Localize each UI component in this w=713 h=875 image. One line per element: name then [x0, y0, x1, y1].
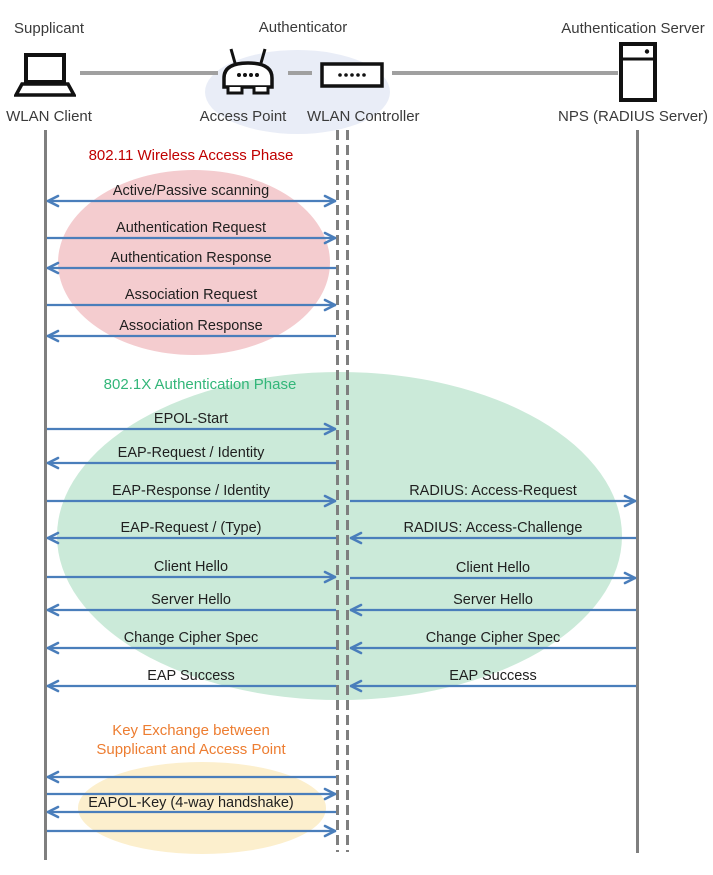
message-arrow — [46, 679, 336, 693]
message-arrow — [46, 805, 336, 819]
actor-role-supplicant: Supplicant — [14, 20, 85, 37]
device-label-access-point: Access Point — [199, 108, 287, 125]
message-arrow — [46, 641, 336, 655]
laptop-icon — [14, 53, 76, 97]
message-arrow — [46, 261, 336, 275]
actor-role-authenticator: Authenticator — [258, 19, 348, 36]
message-arrow — [47, 570, 337, 584]
message-arrow — [46, 329, 336, 343]
device-label-wlan-controller: WLAN Controller — [307, 108, 420, 125]
lifeline-authenticator-dashed-left — [336, 130, 339, 852]
phase-title-key-exchange: Key Exchange between Supplicant and Acce… — [96, 722, 286, 758]
message-arrow — [46, 603, 336, 617]
message-arrow — [47, 494, 337, 508]
message-arrow — [46, 770, 336, 784]
wlan-controller-icon — [320, 62, 384, 88]
message-arrow — [349, 679, 636, 693]
server-icon — [619, 42, 657, 102]
message-arrow — [47, 231, 337, 245]
phase-title-802-11-wireless-access: 802.11 Wireless Access Phase — [88, 147, 294, 164]
message-arrow — [47, 298, 337, 312]
message-arrow — [350, 494, 637, 508]
connector-line-ap-controller — [288, 71, 312, 75]
message-arrow — [46, 456, 336, 470]
actor-role-authentication-server: Authentication Server — [561, 20, 705, 37]
message-arrow — [349, 531, 636, 545]
device-label-wlan-client: WLAN Client — [6, 108, 92, 125]
message-arrow — [47, 787, 337, 801]
device-label-nps-radius-server: NPS (RADIUS Server) — [558, 108, 709, 125]
connector-line-controller-server — [392, 71, 618, 75]
phase-title-802-1x-authentication: 802.1X Authentication Phase — [103, 376, 297, 393]
message-arrow — [46, 194, 337, 208]
access-point-icon — [222, 48, 274, 95]
lifeline-authenticator-dashed-right — [346, 130, 349, 852]
message-arrow — [47, 824, 337, 838]
message-arrow — [349, 641, 636, 655]
message-arrow — [47, 422, 337, 436]
message-arrow — [350, 571, 637, 585]
lifeline-radius-server — [636, 130, 639, 853]
phase-ellipse-802-1x-authentication — [57, 372, 622, 700]
connector-line-client-ap — [80, 71, 218, 75]
message-arrow — [46, 531, 336, 545]
message-arrow — [349, 603, 636, 617]
lifeline-wlan-client — [44, 130, 47, 860]
